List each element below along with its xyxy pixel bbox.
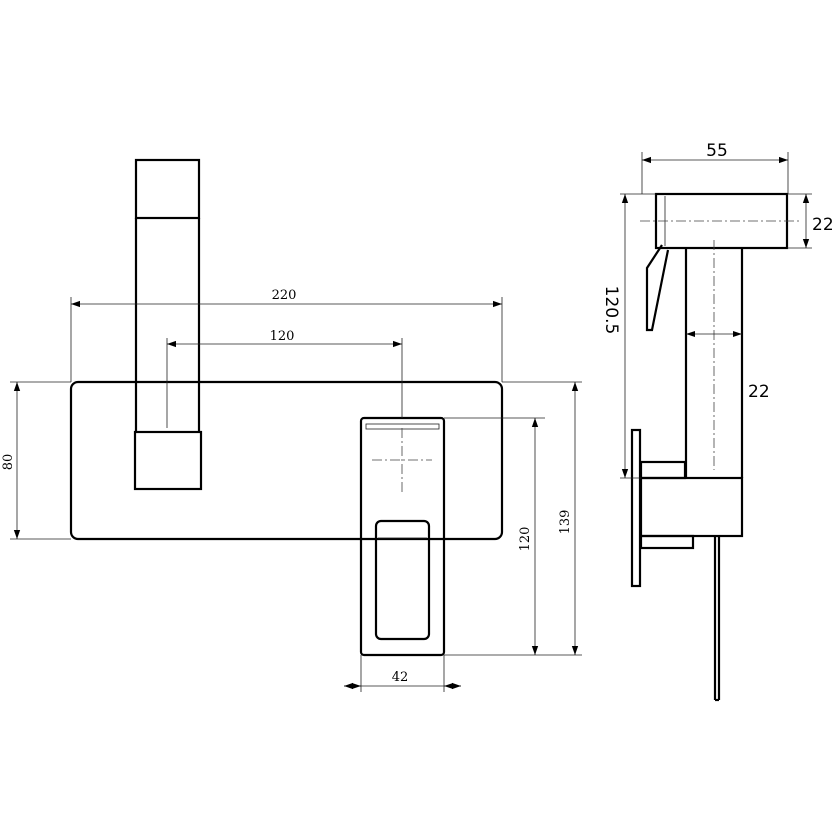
front-view: 220 120 80 120 139 — [1, 158, 582, 692]
dim-label-139: 139 — [558, 510, 573, 535]
mount-assembly — [630, 428, 744, 702]
dim-body-diameter: 22 — [686, 331, 770, 402]
dim-center-distance: 120 — [166, 329, 403, 428]
side-view: 55 22 120.5 22 — [601, 141, 834, 702]
handle-body — [359, 416, 446, 657]
dim-label-80: 80 — [1, 454, 16, 471]
valve-stem — [639, 534, 695, 550]
trigger-lever — [645, 244, 670, 332]
mixer-handle — [359, 416, 446, 657]
dim-label-220: 220 — [272, 288, 297, 303]
spray-head — [640, 192, 800, 332]
dim-label-120-side: 120 — [518, 527, 533, 552]
wall-flange — [630, 428, 642, 588]
dim-label-55: 55 — [706, 141, 728, 161]
dim-handle-width: 42 — [344, 655, 461, 692]
handle-top-edge — [365, 423, 440, 430]
dim-label-120-5: 120.5 — [601, 286, 621, 335]
handle-window — [374, 519, 431, 641]
dim-label-22-body: 22 — [748, 382, 770, 402]
spout-top-segment — [134, 158, 201, 220]
dim-vertical-height: 120.5 — [601, 193, 656, 479]
mount-block — [639, 476, 744, 538]
wall-plate — [69, 380, 504, 541]
dim-handle-height: 120 — [444, 417, 545, 656]
hose-connector — [639, 460, 687, 480]
dim-head-length: 55 — [641, 141, 789, 194]
spray-body — [684, 240, 744, 478]
dim-label-42: 42 — [392, 670, 409, 685]
dim-label-22-head: 22 — [812, 215, 834, 235]
dim-plate-height: 80 — [1, 381, 71, 540]
dim-overall-width: 220 — [70, 288, 503, 382]
dim-total-height: 139 — [502, 381, 582, 656]
spout — [133, 158, 203, 491]
spout-outlet — [133, 430, 203, 491]
dim-label-120-top: 120 — [270, 329, 295, 344]
dim-head-diameter: 22 — [787, 193, 834, 249]
